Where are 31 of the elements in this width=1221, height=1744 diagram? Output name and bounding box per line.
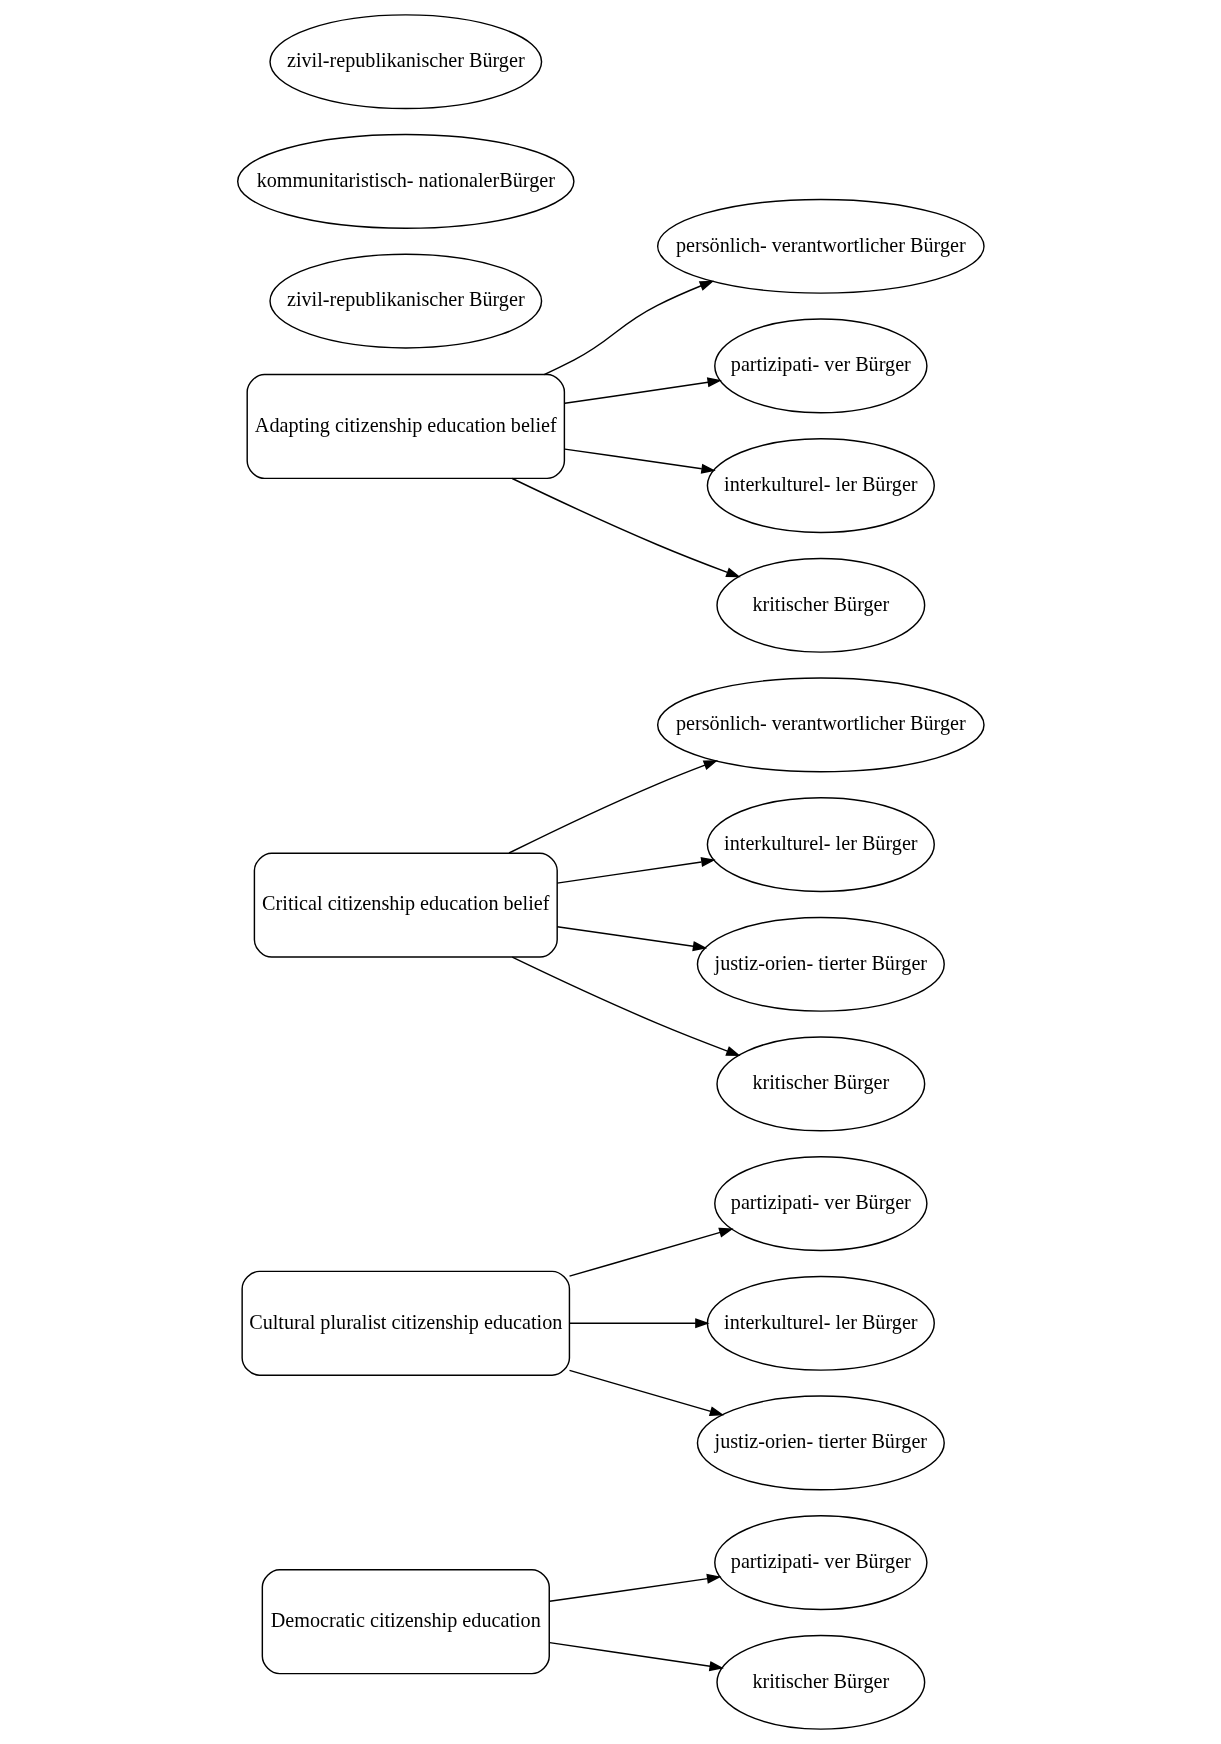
node-ellipse: justiz-orien- tierter Bürger bbox=[696, 1395, 945, 1491]
arrow bbox=[511, 956, 741, 1056]
arrow bbox=[511, 477, 741, 578]
node-ellipse: partizipati- ver Bürger bbox=[713, 318, 928, 414]
node-ellipse: kritischer Bürger bbox=[715, 557, 925, 653]
arrow bbox=[568, 1227, 734, 1277]
node-ellipse: partizipati- ver Bürger bbox=[713, 1515, 928, 1611]
arrow bbox=[507, 760, 718, 854]
node-box: Critical citizenship education belief bbox=[253, 852, 558, 958]
arrow bbox=[563, 377, 722, 405]
arrow bbox=[563, 448, 716, 474]
node-ellipse: zivil-republikanischer Bürger bbox=[268, 253, 542, 349]
node-ellipse: partizipati- ver Bürger bbox=[713, 1156, 928, 1252]
node-ellipse: interkulturel- ler Bürger bbox=[706, 1275, 935, 1371]
node-ellipse: kritischer Bürger bbox=[715, 1036, 925, 1132]
node-ellipse: kritischer Bürger bbox=[715, 1634, 925, 1730]
arrow bbox=[555, 856, 716, 884]
node-ellipse: kommunitaristisch- nationalerBürger bbox=[236, 133, 575, 229]
node-box: Cultural pluralist citizenship education bbox=[240, 1270, 570, 1376]
arrow bbox=[542, 280, 714, 376]
arrow bbox=[548, 1573, 721, 1602]
node-ellipse: interkulturel- ler Bürger bbox=[706, 438, 935, 534]
arrow bbox=[568, 1318, 710, 1329]
node-box: Democratic citizenship education bbox=[261, 1569, 550, 1675]
arrow bbox=[555, 925, 707, 952]
node-ellipse: interkulturel- ler Bürger bbox=[706, 797, 935, 893]
arrow bbox=[548, 1641, 724, 1672]
node-ellipse: justiz-orien- tierter Bürger bbox=[696, 916, 945, 1012]
node-ellipse: zivil-republikanischer Bürger bbox=[268, 14, 542, 110]
arrow bbox=[568, 1369, 724, 1417]
node-box: Adapting citizenship education belief bbox=[246, 373, 565, 480]
